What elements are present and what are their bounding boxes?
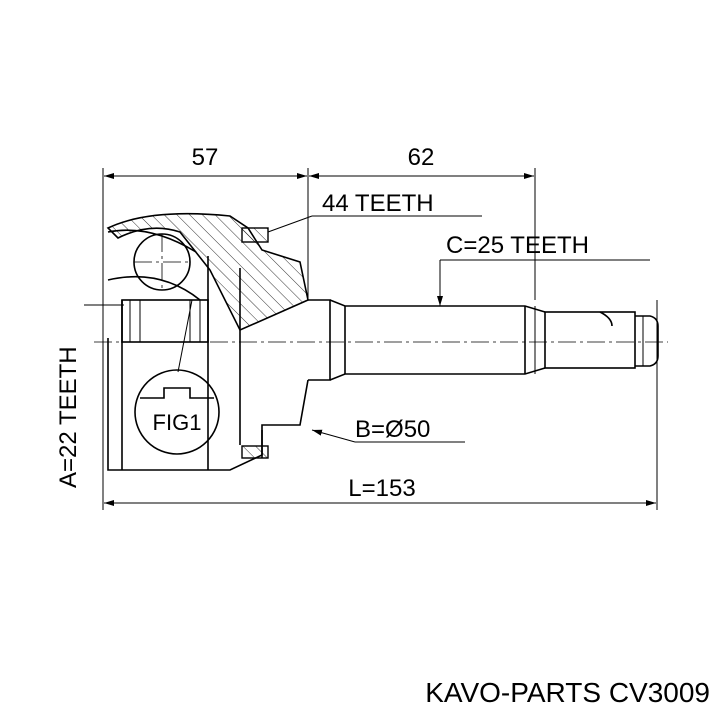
stub-shaft bbox=[308, 260, 659, 381]
annotation-abs-diameter-label: B=Ø50 bbox=[355, 416, 430, 443]
dimension-total-length: L=153 bbox=[104, 475, 656, 506]
dimension-62-label: 62 bbox=[408, 144, 435, 171]
fig1-label: FIG1 bbox=[153, 410, 202, 435]
fig1-callout: FIG1 bbox=[134, 299, 220, 455]
cv-housing bbox=[106, 212, 309, 471]
annotation-abs-diameter: B=Ø50 bbox=[311, 416, 465, 443]
annotation-inner-spline: A=22 TEETH bbox=[55, 304, 124, 488]
brand-name: KAVO-PARTS bbox=[425, 677, 601, 708]
annotation-inner-spline-label: A=22 TEETH bbox=[55, 346, 82, 488]
dimension-62: 62 bbox=[309, 144, 534, 179]
caption-space bbox=[601, 677, 609, 708]
part-number: CV3009 bbox=[609, 677, 710, 708]
annotation-shaft-spline-label: C=25 TEETH bbox=[446, 232, 589, 259]
annotation-shaft-spline: C=25 TEETH bbox=[440, 232, 650, 261]
dimension-57-label: 57 bbox=[192, 144, 219, 171]
product-caption: KAVO-PARTS CV3009 bbox=[425, 677, 710, 708]
annotation-44-teeth: 44 TEETH bbox=[267, 190, 482, 233]
dimension-total-length-label: L=153 bbox=[348, 475, 415, 502]
extension-lines bbox=[102, 168, 658, 510]
dimension-57: 57 bbox=[104, 144, 307, 179]
annotation-44-teeth-label: 44 TEETH bbox=[322, 190, 434, 217]
